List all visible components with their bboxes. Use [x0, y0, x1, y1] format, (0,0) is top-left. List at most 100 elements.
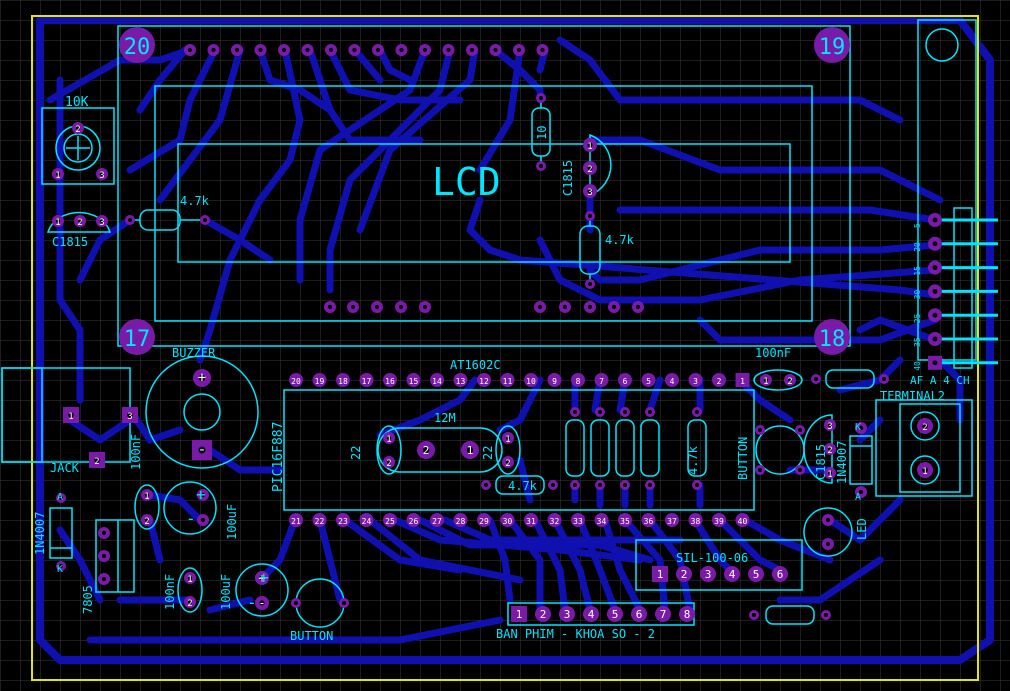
mcu-top-pin	[571, 373, 585, 387]
mcu-top-pin	[383, 373, 397, 387]
resistor-pu-5	[687, 419, 707, 477]
pad-label: 2	[94, 457, 99, 467]
mcu-bottom-pin	[594, 513, 609, 527]
label-q-right: C1815	[814, 444, 828, 480]
pad-hole	[932, 241, 938, 247]
label-r-pu5: 4.7k	[686, 445, 700, 475]
label-diode-left-anode: A	[57, 492, 63, 503]
pad-hole	[587, 304, 593, 310]
pad-hole	[539, 96, 543, 100]
crystal-body	[377, 427, 503, 473]
pad-label: 1	[68, 412, 73, 422]
pad-hole	[203, 218, 207, 222]
keypad-pin	[511, 606, 527, 622]
pad-label: 3	[827, 422, 832, 432]
pad-hole	[352, 47, 357, 53]
pad-hole	[825, 517, 831, 523]
pad-hole	[588, 214, 592, 218]
pad-label: 26	[409, 517, 419, 526]
pad-hole	[858, 425, 864, 431]
pad-hole	[342, 601, 346, 605]
diode-right-body	[849, 435, 873, 485]
pad-hole	[59, 564, 63, 568]
sil-pin	[748, 566, 764, 582]
terminal-outline	[875, 399, 973, 497]
pad-hole	[758, 428, 762, 432]
pad-label: 39	[714, 517, 724, 526]
mcu-top-pin	[735, 373, 750, 387]
label-button-bottom: BUTTON	[290, 629, 333, 643]
mcu-top-pin	[524, 373, 538, 387]
label-diode-left-cathode: K	[57, 564, 63, 575]
label-connector: AF A 4 CH	[910, 374, 970, 387]
pad-label: 6	[623, 377, 628, 386]
connector-outline	[917, 19, 977, 361]
diode-left-body	[49, 507, 73, 559]
pad-hole	[101, 530, 107, 536]
pad-label: 2	[827, 446, 832, 456]
pad-label: 18	[338, 377, 348, 386]
label-lcd-part: AT1602C	[450, 358, 501, 372]
pad-hole	[623, 483, 627, 487]
resistor-bottom-right-body	[765, 605, 815, 625]
pad-label: 37	[667, 517, 677, 526]
pad-label: 3	[693, 377, 698, 386]
connector-pin-label: 5	[913, 223, 922, 228]
sil-pin	[652, 566, 668, 582]
resistor-pu-4	[640, 419, 660, 477]
pad-label: 3	[127, 412, 132, 422]
pad-hole	[422, 47, 428, 53]
pad-label: 23	[338, 517, 348, 526]
pad-hole	[55, 218, 61, 224]
pad-hole	[825, 541, 831, 547]
pad-hole	[59, 496, 63, 500]
pad-hole	[127, 412, 133, 418]
pad-hole	[77, 218, 83, 224]
pad-hole	[101, 553, 107, 559]
transistor-right-body	[803, 414, 833, 484]
cap-100nf-left	[134, 484, 160, 530]
pad-hole	[922, 467, 928, 473]
label-cap-100nf-left: 100nF	[129, 434, 143, 470]
connector-pin-label: 15	[913, 266, 922, 276]
pad-hole	[200, 492, 206, 498]
pad-label: 7	[599, 377, 604, 386]
pad-hole	[259, 575, 265, 581]
pad-hole	[752, 613, 756, 617]
pad-label: 2	[386, 459, 391, 469]
pad-hole	[505, 459, 511, 465]
pad-label: 29	[479, 517, 489, 526]
pad-hole	[611, 304, 617, 310]
pad-hole	[328, 47, 334, 53]
pad-hole	[211, 47, 216, 53]
mcu-top-pin	[312, 373, 327, 387]
pad-label: 15	[409, 377, 419, 386]
mcu-top-pin	[289, 373, 303, 387]
pad-hole	[446, 47, 451, 53]
pad-hole	[648, 410, 652, 414]
mcu-top-pin	[712, 373, 726, 387]
pad-label: 5	[646, 377, 651, 386]
label-cap-b-minus: -	[247, 593, 257, 612]
pad-hole	[635, 304, 641, 310]
pad-label: 8	[576, 377, 581, 386]
mcu-top-pin	[430, 373, 444, 387]
lcd-window	[177, 143, 791, 263]
pad-hole	[469, 47, 475, 53]
pad-label: 38	[691, 517, 701, 526]
pad-hole	[144, 492, 150, 498]
pad-label: 7	[660, 608, 667, 621]
pad-label: 1	[386, 435, 391, 445]
pad-label: 2	[787, 377, 792, 387]
label-pot: 10K	[65, 95, 89, 110]
pad-hole	[259, 600, 265, 606]
pad-hole	[598, 483, 602, 487]
label-q1: C1815	[52, 235, 88, 249]
pad-label: 2	[144, 517, 149, 527]
mcu-top-pin	[453, 373, 468, 387]
label-cap-100uf-b: 100uF	[219, 574, 233, 610]
pad-hole	[587, 188, 593, 194]
mcu-top-pin	[618, 373, 632, 387]
pad-hole	[922, 423, 928, 429]
pad-hole	[94, 457, 100, 463]
